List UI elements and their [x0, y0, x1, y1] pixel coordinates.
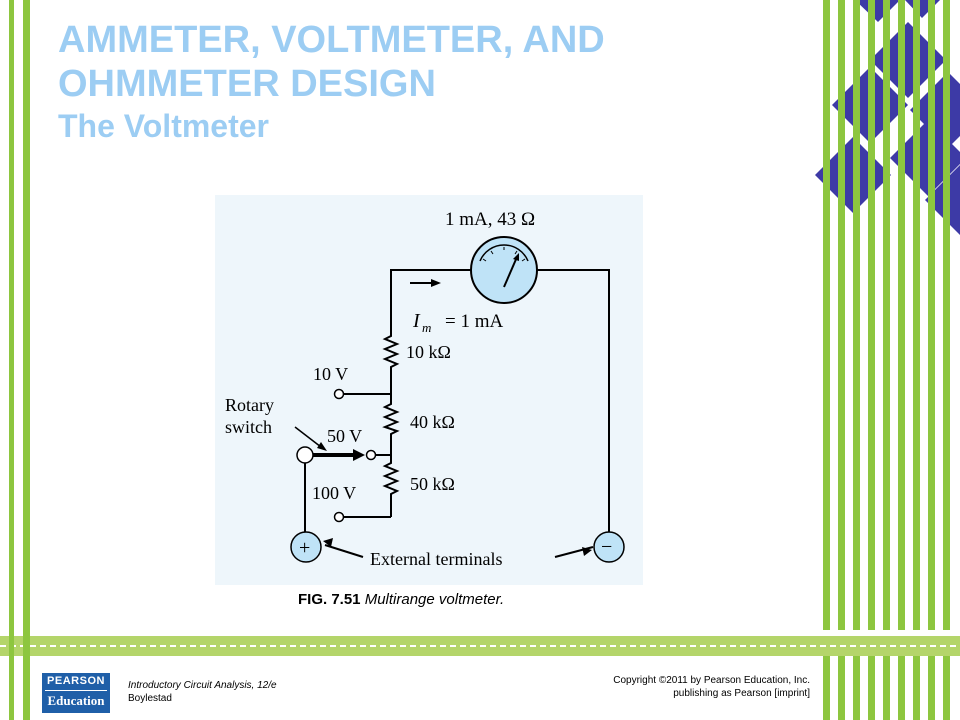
- plus-terminal: [290, 531, 322, 563]
- switch-pivot: [296, 446, 314, 464]
- copyright-line-1: Copyright ©2011 by Pearson Education, In…: [613, 675, 810, 686]
- meter-rating-label: 1 mA, 43 Ω: [445, 209, 535, 230]
- plus-symbol: +: [299, 537, 310, 559]
- right-stripes: [823, 0, 950, 720]
- logo-top-text: PEARSON: [47, 675, 105, 687]
- voltmeter-circuit-figure: 1 mA, 43 Ω I m = 1 mA 10 kΩ 40 kΩ 50 kΩ …: [215, 195, 643, 585]
- logo-divider: [45, 690, 107, 691]
- current-label-sub: m: [422, 320, 431, 335]
- tap-100v-label: 100 V: [312, 483, 356, 503]
- contact-100v: [333, 511, 345, 523]
- external-terminals: [290, 531, 625, 563]
- tap-10v-label: 10 V: [313, 364, 348, 384]
- resistor-50k-label: 50 kΩ: [410, 474, 455, 494]
- figure-caption: FIG. 7.51 Multirange voltmeter.: [298, 591, 504, 608]
- resistor-10k-label: 10 kΩ: [406, 342, 451, 362]
- contact-50v: [365, 449, 377, 461]
- switch-contacts: [296, 388, 377, 523]
- current-label-value: = 1 mA: [445, 311, 503, 332]
- figure-caption-text: Multirange voltmeter.: [364, 591, 505, 608]
- left-stripe-1: [9, 0, 14, 720]
- current-label-var: I: [412, 310, 421, 332]
- switch-arm: [313, 449, 365, 461]
- current-arrow: [410, 279, 441, 287]
- figure-background: [215, 195, 643, 585]
- resistor-50k: [382, 459, 400, 495]
- logo-bottom-text: Education: [47, 693, 105, 708]
- slide-title-line-2: OHMMETER DESIGN: [58, 63, 436, 105]
- copyright-line-2: publishing as Pearson [imprint]: [673, 688, 810, 699]
- slide-title-line-1: AMMETER, VOLTMETER, AND: [58, 19, 605, 61]
- slide-title-block: AMMETER, VOLTMETER, AND OHMMETER DESIGN …: [58, 18, 738, 146]
- figure-number: FIG. 7.51: [298, 591, 361, 608]
- footer-book-info: Introductory Circuit Analysis, 12/e Boyl…: [128, 679, 277, 705]
- minus-terminal: [593, 531, 625, 563]
- tap-50v-label: 50 V: [327, 426, 362, 446]
- rotary-label-line1: Rotary: [225, 395, 274, 415]
- resistor-10k: [382, 332, 400, 370]
- switch-label-arrow: [294, 426, 327, 451]
- resistors: [382, 332, 400, 495]
- left-stripe-2: [23, 0, 30, 720]
- footer-copyright: Copyright ©2011 by Pearson Education, In…: [613, 674, 810, 700]
- external-terminals-label: External terminals: [370, 549, 502, 569]
- contact-10v: [333, 388, 345, 400]
- resistor-40k: [382, 401, 400, 435]
- slide-subtitle: The Voltmeter: [58, 108, 269, 144]
- book-title: Introductory Circuit Analysis, 12/e: [128, 680, 277, 691]
- minus-symbol: −: [601, 536, 612, 558]
- book-author: Boylestad: [128, 693, 172, 704]
- resistor-40k-label: 40 kΩ: [410, 412, 455, 432]
- meter-icon: [470, 236, 538, 304]
- rotary-label-line2: switch: [225, 417, 272, 437]
- pearson-logo: PEARSON Education: [42, 673, 110, 713]
